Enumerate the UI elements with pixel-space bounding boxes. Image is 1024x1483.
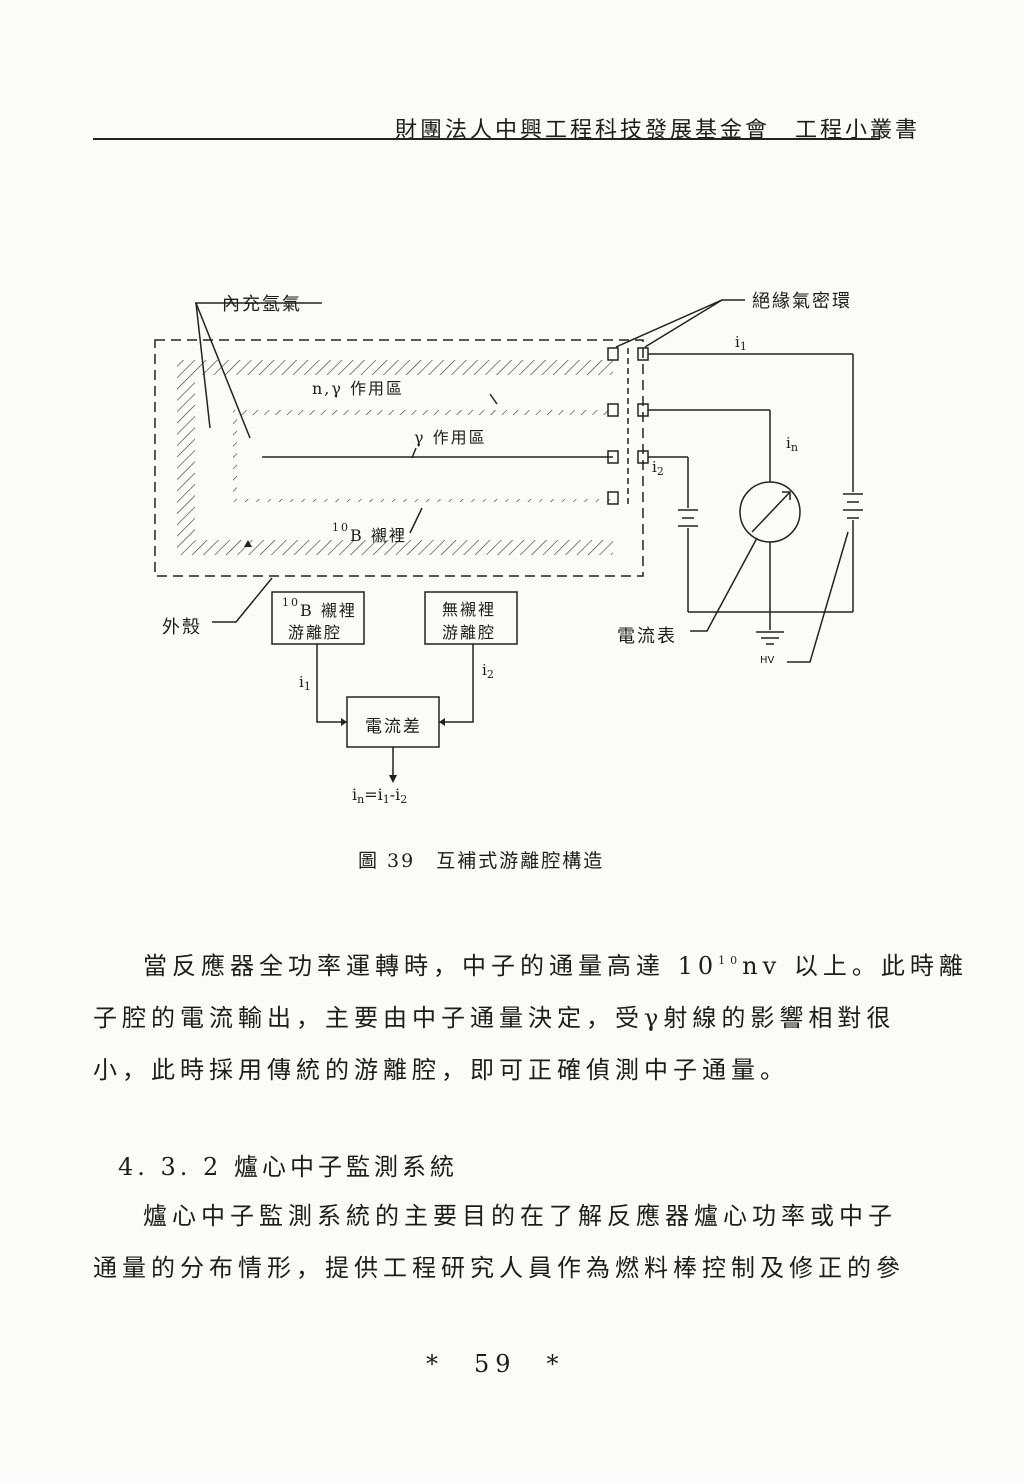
outer-casing bbox=[154, 339, 644, 577]
paragraph-2-line-1: 爐心中子監測系統的主要目的在了解反應器爐心功率或中子 bbox=[143, 1202, 897, 1230]
current-difference-label: 電流差 bbox=[365, 717, 422, 737]
paragraph-1: 當反應器全功率運轉時，中子的通量高達 1010nv 以上。此時離 子腔的電流輸出… bbox=[93, 935, 968, 1096]
n-gamma-zone-label: n,γ 作用區 bbox=[312, 379, 405, 398]
header-rule bbox=[93, 138, 880, 140]
output-equation: in=i1-i2 bbox=[352, 785, 408, 806]
unlined-chamber-label-1: 無襯裡 bbox=[442, 600, 497, 619]
lined-chamber-block bbox=[271, 591, 365, 645]
lead-i1-label: i1 bbox=[735, 333, 747, 353]
boron-lining-label: 10B 襯裡 bbox=[332, 521, 407, 545]
figure-caption: 圖 39 互補式游離腔構造 bbox=[358, 850, 605, 872]
paragraph-1-line-1: 當反應器全功率運轉時，中子的通量高達 1010nv 以上。此時離 bbox=[143, 952, 968, 980]
paragraph-1-line-2: 子腔的電流輸出，主要由中子通量決定，受γ射線的影響相對很 bbox=[93, 1004, 896, 1032]
section-heading: 4. 3. 2 爐心中子監測系統 bbox=[118, 1153, 458, 1181]
paragraph-1-line-3: 小，此時採用傳統的游離腔，即可正確偵測中子通量。 bbox=[93, 1056, 789, 1084]
gamma-zone-label: γ 作用區 bbox=[414, 428, 487, 447]
paragraph-2: 爐心中子監測系統的主要目的在了解反應器爐心功率或中子 通量的分布情形，提供工程研… bbox=[93, 1190, 905, 1294]
unlined-chamber-label-2: 游離腔 bbox=[442, 623, 497, 642]
box-i1-label: i1 bbox=[299, 673, 311, 693]
hv-label: HV bbox=[760, 655, 775, 666]
seal-ring-label: 絕緣氣密環 bbox=[752, 291, 852, 312]
argon-label: 內充氬氣 bbox=[222, 294, 302, 315]
box-i2-label: i2 bbox=[482, 661, 494, 681]
lead-i2-label: i2 bbox=[652, 458, 664, 478]
unlined-chamber-block bbox=[424, 591, 518, 645]
casing-label: 外殼 bbox=[162, 617, 202, 638]
lined-chamber-label-2: 游離腔 bbox=[288, 623, 343, 642]
ion-chamber-diagram bbox=[154, 299, 863, 783]
lined-chamber-label-1: 10B 襯裡 bbox=[282, 596, 357, 620]
paragraph-2-line-2: 通量的分布情形，提供工程研究人員作為燃料棒控制及修正的參 bbox=[93, 1254, 905, 1282]
page-number: * 59 * bbox=[426, 1350, 565, 1378]
lead-in-label: in bbox=[786, 434, 798, 454]
ammeter-label: 電流表 bbox=[617, 626, 677, 647]
seal-ring bbox=[607, 347, 619, 361]
